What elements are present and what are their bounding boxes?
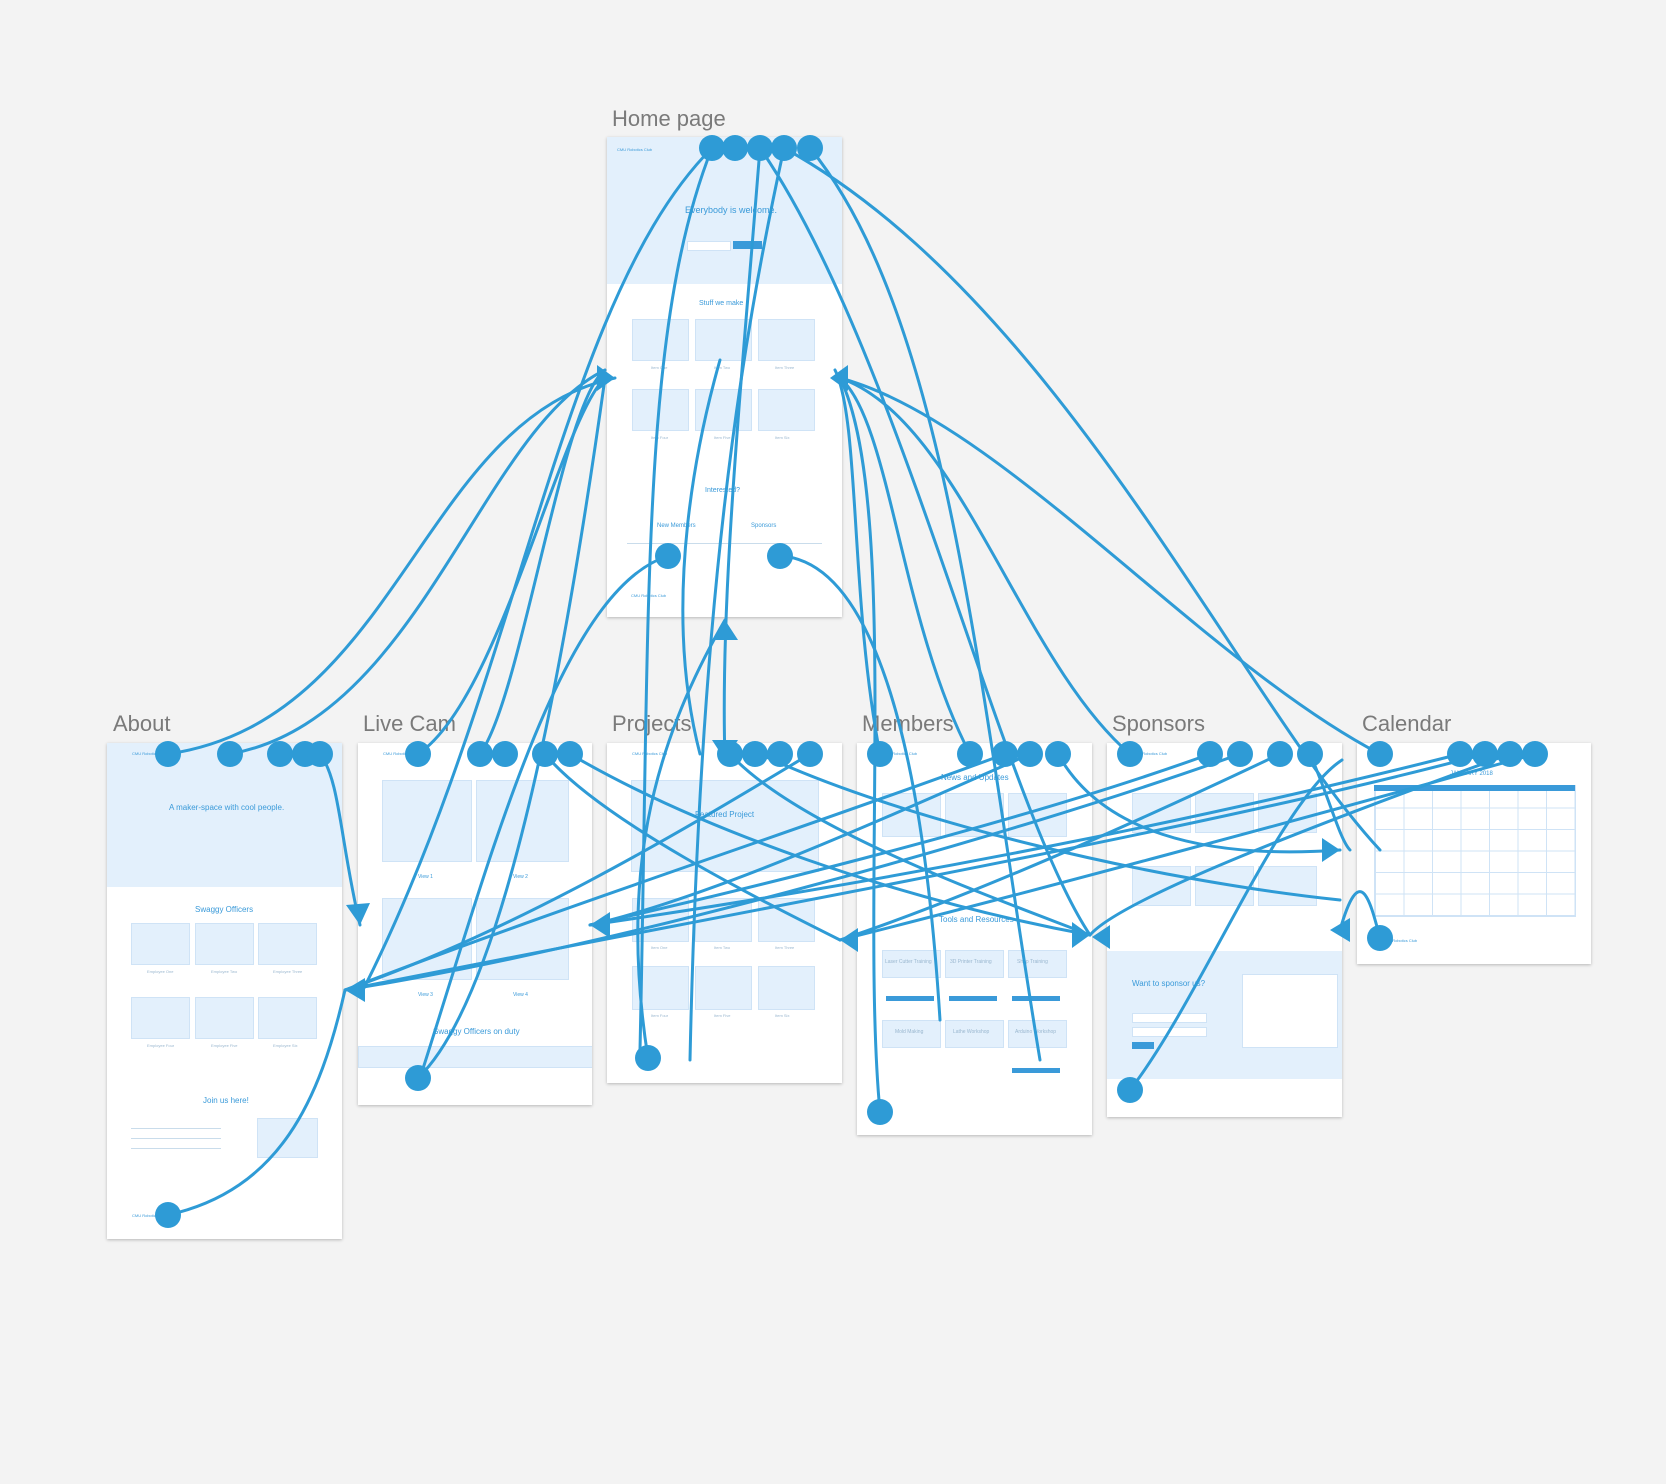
livecam-brand: CMU Robotics Club: [383, 751, 419, 756]
sponsors-brand: CMU Robotics Club: [1132, 751, 1168, 756]
home-item-image: [632, 319, 689, 361]
projects-brand: CMU Robotics Club: [632, 751, 668, 756]
livecam-view-label: View 3: [418, 992, 433, 998]
about-footer-brand: CMU Robotics Club: [132, 1213, 168, 1218]
artboard-members[interactable]: CMU Robotics Club News and Updates Tools…: [857, 743, 1092, 1135]
sponsors-submit-button[interactable]: [1132, 1042, 1154, 1049]
about-officer: Employee Two: [211, 969, 238, 974]
calendar-month: JANUARY 2018: [1450, 771, 1493, 777]
projects-item-label: Item Four: [651, 1013, 669, 1018]
about-officer: Employee Three: [273, 969, 303, 974]
home-item-label: Item Four: [651, 435, 669, 440]
projects-item-label: Item Six: [775, 1013, 790, 1018]
about-officer: Employee Six: [273, 1043, 298, 1048]
artboard-about[interactable]: CMU Robotics Club A maker-space with coo…: [107, 743, 342, 1239]
artboard-title-calendar: Calendar: [1362, 711, 1452, 736]
home-item-label: Item Three: [775, 365, 795, 370]
home-item-label: Item Six: [775, 435, 790, 440]
members-training: Shop Training: [1017, 959, 1048, 965]
about-officer: Employee Four: [147, 1043, 175, 1048]
members-training: Mold Making: [895, 1029, 924, 1035]
members-training: Laser Cutter Training: [885, 959, 932, 965]
artboard-calendar[interactable]: JANUARY 2018 CMU Robotics Club: [1357, 743, 1591, 964]
calendar-grid[interactable]: [1374, 785, 1576, 917]
about-hero-title: A maker-space with cool people.: [169, 803, 285, 812]
home-item-image: [758, 389, 815, 431]
home-section-interested: Interested?: [705, 487, 741, 494]
home-item-label: Item Five: [714, 435, 731, 440]
home-item-label: Item Two: [714, 365, 731, 370]
home-join-button[interactable]: [733, 241, 762, 249]
projects-item-label: Item Three: [775, 945, 795, 950]
about-brand: CMU Robotics Club: [132, 751, 168, 756]
about-join-title: Join us here!: [203, 1096, 249, 1105]
home-item-label: Item One: [651, 365, 668, 370]
members-brand: CMU Robotics Club: [882, 751, 918, 756]
projects-item-label: Item Two: [714, 945, 731, 950]
home-section-stuff: Stuff we make: [699, 300, 744, 307]
home-item-image: [758, 319, 815, 361]
artboard-livecam[interactable]: CMU Robotics Club View 1 View 2 View 3 V…: [358, 743, 592, 1105]
sponsors-name-input[interactable]: [1132, 1013, 1207, 1023]
artboard-title-sponsors: Sponsors: [1112, 711, 1205, 736]
about-officer: Employee Five: [211, 1043, 238, 1048]
livecam-view-label: View 1: [418, 874, 433, 880]
sponsors-laptop-image: [1242, 974, 1338, 1048]
artboard-title-home: Home page: [612, 106, 726, 131]
sponsors-cta-title: Want to sponsor us?: [1132, 979, 1206, 988]
home-email-input[interactable]: [687, 241, 731, 251]
livecam-view-label: View 4: [513, 992, 528, 998]
members-tools-title: Tools and Resources: [939, 915, 1014, 924]
projects-item-label: Item One: [651, 945, 668, 950]
home-brand: CMU Robotics Club: [617, 147, 653, 152]
home-hero-title: Everybody is welcome.: [685, 205, 778, 215]
projects-featured-title: Featured Project: [695, 810, 755, 819]
about-officer: Employee One: [147, 969, 174, 974]
home-new-members: New Members: [657, 523, 696, 529]
home-item-image: [632, 389, 689, 431]
about-officers-title: Swaggy Officers: [195, 905, 254, 914]
calendar-footer-brand: CMU Robotics Club: [1382, 938, 1418, 943]
livecam-view-label: View 2: [513, 874, 528, 880]
projects-item-label: Item Five: [714, 1013, 731, 1018]
members-training: Lathe Workshop: [953, 1029, 990, 1035]
members-training: 3D Printer Training: [950, 959, 992, 965]
artboard-title-about: About: [113, 711, 171, 736]
home-sponsors: Sponsors: [751, 523, 777, 529]
livecam-duty-title: Swaggy Officers on duty: [433, 1027, 520, 1036]
